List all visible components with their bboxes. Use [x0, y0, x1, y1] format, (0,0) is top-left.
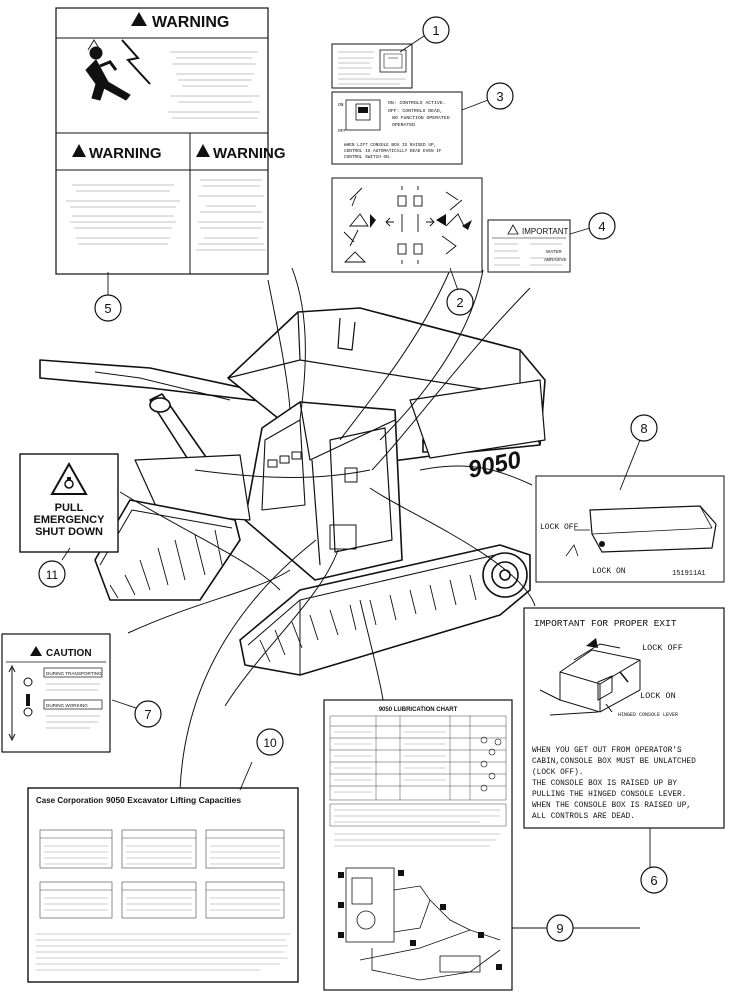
callout-10: 10 [256, 728, 284, 756]
decal4-water: WATER [546, 249, 562, 254]
callout-7: 7 [134, 700, 162, 728]
decal3-line-4: OPERATED [392, 122, 415, 128]
emergency-line-2: EMERGENCY [34, 514, 106, 526]
svg-text:1: 1 [432, 23, 439, 38]
exit-body-3: (LOCK OFF). [532, 769, 583, 777]
decal8-lock-on: LOCK ON [592, 567, 626, 576]
decal8-lock-off: LOCK OFF [540, 523, 579, 532]
svg-text:6: 6 [650, 873, 657, 888]
leader-lines [119, 267, 536, 791]
exit-body-4: THE CONSOLE BOX IS RAISED UP BY [532, 780, 677, 788]
decal4-abrasive: ABRASIVE [544, 257, 567, 262]
svg-text:5: 5 [104, 301, 111, 316]
svg-text:7: 7 [144, 707, 151, 722]
exit-lock-on: LOCK ON [640, 691, 676, 701]
decal-lubrication-chart: 9050 LUBRICATION CHART [323, 699, 513, 991]
svg-text:9: 9 [556, 921, 563, 936]
callout-2: 2 [446, 288, 474, 316]
caution-box-2: DURING WORKING [46, 703, 88, 708]
exit-lever-label: HINGED CONSOLE LEVER [618, 712, 678, 718]
svg-text:11: 11 [46, 568, 59, 582]
excavator-illustration: 9050 [39, 307, 546, 676]
decal-8: LOCK OFF LOCK ON 151911A1 [535, 475, 725, 583]
decal-caution: CAUTION DURING TRANSPORTING DURING WORKI… [1, 633, 111, 753]
decal3-line-3: NO FUNCTION OPERATED [392, 115, 450, 121]
svg-text:3: 3 [496, 89, 503, 104]
callout-11: 11 [38, 560, 66, 588]
exit-title: IMPORTANT FOR PROPER EXIT [534, 618, 677, 629]
lifting-title: 9050 Excavator Lifting Capacities [106, 795, 241, 805]
decal3-bottom-1: WHEN LIFT CONSOLE BOX IS RAISED UP, [344, 143, 436, 148]
decal-3: ON OFF ON: CONTROLS ACTIVE. OFF: CONTROL… [331, 91, 463, 165]
decal8-part-number: 151911A1 [672, 570, 706, 578]
emergency-line-3: SHUT DOWN [35, 526, 103, 538]
exit-body-7: ALL CONTROLS ARE DEAD. [532, 813, 635, 821]
decal3-line-2: OFF: CONTROLS DEAD, [388, 108, 443, 114]
decal-warning-set: ! WARNING WARNING WARNING [55, 7, 286, 275]
exit-body-2: CABIN,CONSOLE BOX MUST BE UNLATCHED [532, 758, 696, 766]
exit-body-1: WHEN YOU GET OUT FROM OPERATOR'S [532, 747, 682, 755]
decal-1 [331, 43, 413, 89]
decal4-title: IMPORTANT [522, 227, 568, 236]
electrocution-pictogram [85, 39, 151, 101]
callout-4: 4 [588, 212, 616, 240]
warning-heading-left: WARNING [89, 145, 162, 162]
decal-proper-exit: IMPORTANT FOR PROPER EXIT LOCK OFF LOCK … [523, 607, 725, 829]
lifting-company: Case Corporation [36, 796, 103, 805]
decal3-bottom-2: CONTROL IS AUTOMATICALLY DEAD EVEN IF [344, 149, 442, 154]
svg-text:OFF: OFF [338, 128, 346, 134]
decal3-bottom-3: CONTROL SWITCH ON. [344, 155, 391, 160]
lube-title: 9050 LUBRICATION CHART [379, 707, 458, 713]
callout-pointers [61, 35, 651, 929]
exit-body-6: WHEN THE CONSOLE BOX IS RAISED UP, [532, 802, 691, 810]
decal-2 [331, 177, 483, 273]
svg-text:ON: ON [338, 102, 344, 108]
decal3-line-1: ON: CONTROLS ACTIVE. [388, 100, 446, 106]
caution-title: CAUTION [46, 648, 92, 659]
warning-heading-right: WARNING [213, 145, 286, 162]
caution-box-1: DURING TRANSPORTING [46, 671, 102, 676]
svg-text:4: 4 [598, 219, 605, 234]
callout-9: 9 [546, 914, 574, 942]
warning-heading: WARNING [152, 14, 229, 31]
decal-4: IMPORTANT WATER ABRASIVE [487, 219, 571, 273]
callout-8: 8 [630, 414, 658, 442]
decal-lifting-capacities: Case Corporation 9050 Excavator Lifting … [27, 787, 299, 983]
svg-text:8: 8 [640, 421, 647, 436]
callout-1: 1 [422, 16, 450, 44]
callout-3: 3 [486, 82, 514, 110]
exit-lock-off: LOCK OFF [642, 643, 683, 653]
svg-text:!: ! [138, 17, 141, 27]
emergency-line-1: PULL [55, 502, 84, 514]
callout-5: 5 [94, 294, 122, 322]
decal-emergency-shutdown: PULL EMERGENCY SHUT DOWN [19, 453, 119, 553]
svg-text:10: 10 [263, 736, 277, 750]
callout-6: 6 [640, 866, 668, 894]
svg-text:2: 2 [456, 295, 463, 310]
exit-body-5: PULLING THE HINGED CONSOLE LEVER. [532, 791, 686, 799]
decal5-fine-print [66, 51, 266, 251]
